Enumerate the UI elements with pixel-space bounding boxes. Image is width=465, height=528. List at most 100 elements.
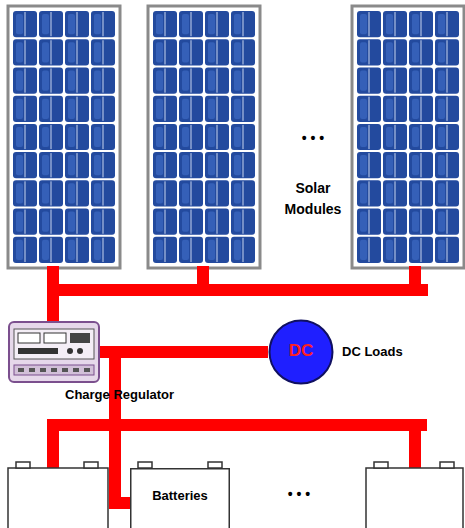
solar-cell bbox=[205, 237, 229, 263]
cell-shine bbox=[16, 42, 23, 62]
cell-shine bbox=[208, 14, 215, 34]
cell-shine bbox=[16, 240, 23, 260]
cell-shine bbox=[94, 42, 101, 62]
cell-shine bbox=[412, 127, 419, 147]
solar-cell bbox=[65, 96, 89, 122]
cell-shine bbox=[438, 240, 445, 260]
cell-line bbox=[51, 238, 52, 262]
solar-cell bbox=[383, 96, 407, 122]
wire bbox=[197, 266, 209, 290]
cell-line bbox=[165, 68, 166, 92]
cell-shine bbox=[94, 240, 101, 260]
cell-shine bbox=[182, 212, 189, 232]
cell-line bbox=[369, 153, 370, 177]
cell-shine bbox=[68, 99, 75, 119]
cell-shine bbox=[208, 99, 215, 119]
cell-shine bbox=[386, 240, 393, 260]
wire bbox=[47, 284, 428, 296]
screw bbox=[29, 368, 35, 372]
cell-shine bbox=[386, 155, 393, 175]
cell-line bbox=[421, 12, 422, 36]
cell-shine bbox=[208, 212, 215, 232]
solar-cell bbox=[153, 237, 177, 263]
ellipsis-mark: • • • bbox=[276, 128, 350, 149]
solar-cell bbox=[205, 124, 229, 150]
screw bbox=[73, 368, 79, 372]
battery-terminal bbox=[440, 462, 454, 468]
solar-cell bbox=[65, 67, 89, 93]
cell-shine bbox=[182, 183, 189, 203]
cell-line bbox=[103, 12, 104, 36]
cell-shine bbox=[438, 42, 445, 62]
cell-line bbox=[243, 125, 244, 149]
cell-shine bbox=[208, 42, 215, 62]
cell-line bbox=[165, 153, 166, 177]
solar-cell bbox=[13, 124, 37, 150]
cell-shine bbox=[182, 70, 189, 90]
cell-line bbox=[191, 210, 192, 234]
cell-shine bbox=[16, 155, 23, 175]
cell-shine bbox=[68, 70, 75, 90]
cell-shine bbox=[234, 127, 241, 147]
solar-cell bbox=[383, 124, 407, 150]
solar-cell bbox=[357, 152, 381, 178]
cell-line bbox=[25, 12, 26, 36]
solar-cell bbox=[91, 180, 115, 206]
solar-cell bbox=[357, 180, 381, 206]
cell-line bbox=[369, 238, 370, 262]
cell-shine bbox=[438, 127, 445, 147]
solar-cell bbox=[65, 152, 89, 178]
cell-shine bbox=[68, 212, 75, 232]
cell-line bbox=[395, 153, 396, 177]
cell-line bbox=[395, 68, 396, 92]
cell-line bbox=[25, 238, 26, 262]
cell-line bbox=[217, 97, 218, 121]
display bbox=[18, 333, 40, 343]
wire bbox=[47, 419, 427, 431]
cell-shine bbox=[360, 127, 367, 147]
solar-cell bbox=[39, 39, 63, 65]
cell-shine bbox=[360, 240, 367, 260]
cell-line bbox=[51, 12, 52, 36]
cell-shine bbox=[42, 42, 49, 62]
screw bbox=[84, 368, 90, 372]
cell-line bbox=[191, 153, 192, 177]
solar-cell bbox=[205, 39, 229, 65]
solar-cell bbox=[383, 237, 407, 263]
solar-cell bbox=[39, 124, 63, 150]
solar-cell bbox=[153, 39, 177, 65]
solar-cell bbox=[409, 67, 433, 93]
load-circle: DCDC Loads bbox=[268, 319, 334, 385]
solar-cell bbox=[357, 67, 381, 93]
cell-line bbox=[217, 125, 218, 149]
cell-line bbox=[103, 40, 104, 64]
solar-cell bbox=[179, 11, 203, 37]
cell-shine bbox=[94, 14, 101, 34]
cell-line bbox=[103, 153, 104, 177]
solar-cell bbox=[65, 39, 89, 65]
cell-line bbox=[243, 12, 244, 36]
solar-cell bbox=[153, 67, 177, 93]
battery-terminal bbox=[138, 462, 152, 468]
cell-shine bbox=[386, 212, 393, 232]
battery-case bbox=[366, 468, 463, 528]
solar-cell bbox=[409, 237, 433, 263]
cell-line bbox=[25, 97, 26, 121]
solar-cell bbox=[91, 237, 115, 263]
cell-line bbox=[395, 210, 396, 234]
cell-shine bbox=[182, 14, 189, 34]
cell-line bbox=[25, 181, 26, 205]
cell-shine bbox=[234, 183, 241, 203]
cell-shine bbox=[360, 70, 367, 90]
solar-cell bbox=[409, 39, 433, 65]
screw bbox=[51, 368, 57, 372]
battery-terminal bbox=[208, 462, 222, 468]
solar-cell bbox=[435, 96, 459, 122]
led bbox=[77, 348, 83, 354]
solar-cell bbox=[65, 237, 89, 263]
solar-cell bbox=[435, 11, 459, 37]
cell-line bbox=[165, 40, 166, 64]
cell-line bbox=[165, 125, 166, 149]
cell-shine bbox=[386, 127, 393, 147]
